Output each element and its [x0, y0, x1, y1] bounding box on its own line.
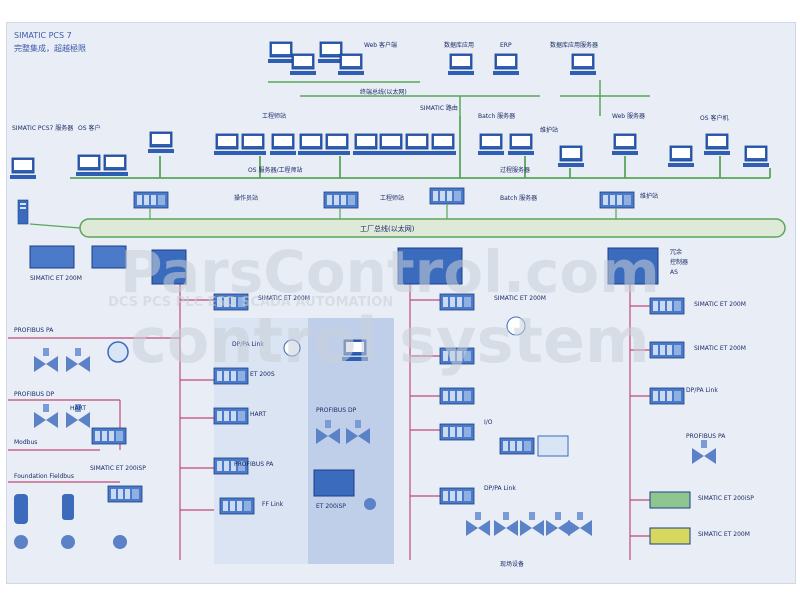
- label-controller-right-2: 控制器: [670, 258, 688, 266]
- label-rc-et200m: SIMATIC ET 200M: [494, 295, 546, 302]
- label-rc-field: 现场设备: [500, 560, 524, 568]
- left-server-label: SIMATIC PCS7 服务器: [12, 124, 73, 132]
- top-workstation-group: [267, 41, 597, 76]
- label-maintenance: 维护站: [540, 126, 558, 134]
- label-batch-right: Batch 服务器: [500, 194, 537, 202]
- label-center-hart: HART: [250, 411, 266, 418]
- label-right-et200m: SIMATIC ET 200M: [694, 301, 746, 308]
- watermark-tagline: DCS PCS PLC ESD SCADA AUTOMATION: [108, 295, 393, 310]
- label-right-et200m-3: SIMATIC ET 200M: [698, 531, 750, 538]
- top-network-lines: [268, 80, 650, 116]
- label-center-ff: FF Link: [262, 501, 284, 508]
- top-label-db: 数据库应用: [444, 41, 474, 49]
- label-operator: 操作员站: [234, 194, 258, 202]
- os-client-label: OS 客户: [78, 124, 100, 132]
- label-engineering: 工程师站: [262, 112, 286, 120]
- watermark-brand: ParsControl.com: [120, 238, 660, 306]
- label-rc-io: I/O: [484, 419, 493, 426]
- label-center-profibus-pa: PROFIBUS PA: [234, 461, 274, 468]
- right-field-devices: [649, 297, 716, 545]
- watermark-big: control system: [130, 304, 650, 377]
- top-label-erp: ERP: [500, 42, 512, 49]
- diagram-subtitle: 完整集成，超越極限: [14, 43, 86, 53]
- plant-bus: [79, 218, 786, 238]
- label-batch: Batch 服务器: [478, 112, 515, 120]
- label-right-group: OS 客户机: [700, 114, 728, 122]
- plant-bus-label: 工厂总线(以太网): [360, 224, 415, 233]
- top-label-dbserver: 数据库应用服务器: [550, 41, 598, 49]
- controller-row: [29, 245, 659, 285]
- diagram-title: SIMATIC PCS 7: [14, 31, 72, 40]
- profibus-lines: [8, 284, 650, 560]
- label-rc-dppa: DP/PA Link: [484, 485, 516, 492]
- label-os-servers: OS 服务器/工程师站: [248, 166, 302, 174]
- mid-workstation-group: [147, 131, 770, 168]
- terminal-bus: [70, 116, 771, 179]
- label-station: 工程师站: [380, 194, 404, 202]
- label-dp: PROFIBUS DP: [14, 391, 55, 398]
- label-right-pa: PROFIBUS PA: [686, 433, 726, 440]
- center-field-devices: [213, 293, 376, 515]
- label-maint-right: 维护站: [640, 192, 658, 200]
- label-route: SIMATIC 路由: [420, 104, 458, 112]
- label-right-io: SIMATIC ET 200M: [694, 345, 746, 352]
- label-center-et200isp: ET 200iSP: [316, 503, 346, 510]
- label-controller-right-1: 冗余: [670, 248, 682, 256]
- label-center-dppa: DP/PA Link: [232, 341, 264, 348]
- plant-bus-drops: [29, 204, 617, 229]
- label-right-et200isp: SIMATIC ET 200iSP: [698, 495, 754, 502]
- label-modbus: Modbus: [14, 439, 37, 446]
- internet-label: 终端总线(以太网): [360, 88, 407, 96]
- label-et200isp-left: SIMATIC ET 200iSP: [90, 465, 146, 472]
- label-center-et200s: ET 200S: [250, 371, 275, 378]
- left-field-devices: [14, 341, 143, 549]
- label-web: Web 服务器: [612, 112, 645, 120]
- label-controller-right-3: AS: [670, 269, 678, 276]
- label-et200m-left: SIMATIC ET 200M: [30, 275, 82, 282]
- label-pa: PROFIBUS PA: [14, 327, 54, 334]
- right-center-field-devices: [439, 293, 592, 536]
- label-right-dppa: DP/PA Link: [686, 387, 718, 394]
- label-ff: Foundation Fieldbus: [14, 473, 74, 480]
- label-center-profibus-dp: PROFIBUS DP: [316, 407, 357, 414]
- label-center-et200m: SIMATIC ET 200M: [258, 295, 310, 302]
- label-process-server: 过程服务器: [500, 166, 530, 174]
- label-hart: HART: [70, 405, 86, 412]
- top-label-web: Web 客户端: [364, 41, 397, 49]
